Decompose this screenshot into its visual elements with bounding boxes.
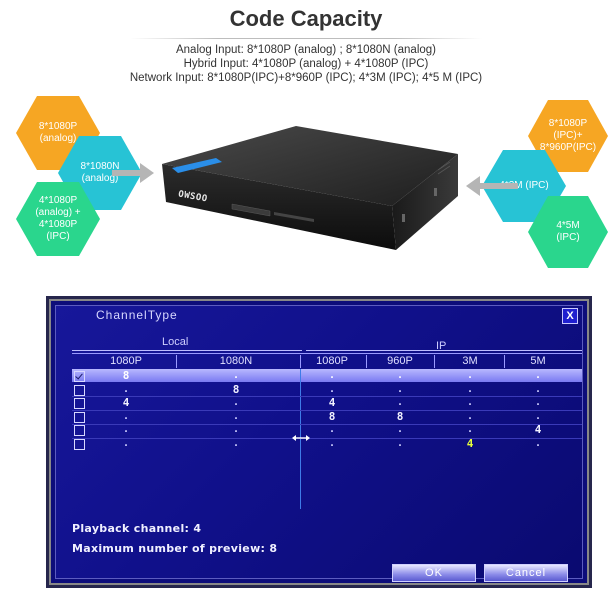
dvr-screen: ChannelType X Local IP 1080P 1080N 1080P… <box>46 296 592 588</box>
arrow-left-icon <box>466 176 518 196</box>
badge-line: 4*3M (IPC) <box>499 180 549 191</box>
channel-cell[interactable]: . <box>396 397 404 408</box>
row-divider <box>72 410 582 411</box>
row-divider <box>72 424 582 425</box>
channel-cell[interactable]: . <box>534 397 542 408</box>
channel-cell[interactable]: 4 <box>122 396 130 409</box>
row-checkbox[interactable] <box>74 438 85 450</box>
channel-type-dialog: ChannelType X Local IP 1080P 1080N 1080P… <box>55 305 583 582</box>
dvr-device-icon <box>162 126 458 250</box>
channel-cell[interactable]: 4 <box>534 423 542 436</box>
channel-cell[interactable]: . <box>122 424 130 435</box>
channel-cell[interactable]: . <box>328 383 336 395</box>
badge-line: (IPC)+ <box>553 130 583 141</box>
channel-cell[interactable]: . <box>232 397 240 408</box>
channel-cell[interactable]: . <box>396 437 404 449</box>
ok-button[interactable]: OK <box>392 564 476 582</box>
channel-cell[interactable]: . <box>396 370 404 381</box>
badge-line: 8*1080N <box>80 161 120 172</box>
channel-cell[interactable]: . <box>466 424 474 435</box>
column-separator <box>366 355 367 368</box>
channel-cell[interactable]: . <box>534 383 542 395</box>
column-separator <box>504 355 505 368</box>
resize-cursor-icon <box>292 435 310 441</box>
badge-line: 4*5M <box>556 220 580 231</box>
channel-cell[interactable]: . <box>534 437 542 449</box>
max-preview-text: Maximum number of preview: 8 <box>72 542 278 555</box>
row-checkbox[interactable] <box>74 411 85 423</box>
page-title: Code Capacity <box>229 6 383 31</box>
column-separator <box>434 355 435 368</box>
channel-cell[interactable]: . <box>122 437 130 449</box>
title-divider <box>130 38 482 39</box>
channel-cell[interactable]: . <box>232 410 240 422</box>
column-separator <box>176 355 177 368</box>
spec-hybrid: Hybrid Input: 4*1080P (analog) + 4*1080P… <box>183 58 429 70</box>
spec-analog: Analog Input: 8*1080P (analog) ; 8*1080N… <box>175 44 436 56</box>
channel-cell[interactable]: . <box>466 370 474 381</box>
channel-cell[interactable]: 4 <box>466 436 474 450</box>
badge-line: 4*1080P <box>38 219 78 230</box>
badge-line: (IPC) <box>556 232 580 243</box>
arrow-right-icon <box>112 163 154 183</box>
channel-cell[interactable]: . <box>466 410 474 422</box>
channel-cell[interactable]: . <box>232 424 240 435</box>
channel-cell[interactable]: . <box>232 370 240 381</box>
close-button[interactable]: X <box>562 308 578 324</box>
column-header[interactable]: 5M <box>530 355 546 367</box>
group-divider <box>306 350 582 351</box>
channel-cell[interactable]: . <box>396 383 404 395</box>
local-ip-divider <box>300 369 301 509</box>
selected-row-highlight <box>72 369 582 382</box>
channel-cell[interactable]: 8 <box>122 369 130 382</box>
channel-cell[interactable]: . <box>534 410 542 422</box>
column-header[interactable]: 1080N <box>219 355 253 367</box>
badge-line: (analog) <box>81 173 119 184</box>
channel-cell[interactable]: . <box>328 424 336 435</box>
channel-cell[interactable]: 8 <box>396 409 404 423</box>
badge-line: (analog) <box>39 133 77 144</box>
channel-cell[interactable]: . <box>466 397 474 408</box>
column-separator <box>300 355 301 368</box>
channel-cell[interactable]: . <box>328 437 336 449</box>
row-divider <box>72 396 582 397</box>
column-header[interactable]: 3M <box>462 355 478 367</box>
channel-cell[interactable]: . <box>122 410 130 422</box>
channel-cell[interactable]: 8 <box>232 382 240 396</box>
playback-channel-text: Playback channel: 4 <box>72 522 202 535</box>
column-header[interactable]: 960P <box>387 355 413 367</box>
column-header[interactable]: 1080P <box>110 355 142 367</box>
channel-cell[interactable]: . <box>232 437 240 449</box>
dvr-device: OWSOO <box>158 118 468 258</box>
group-divider <box>72 350 302 351</box>
badge-line: 8*960P(IPC) <box>539 142 597 153</box>
column-header[interactable]: 1080P <box>316 355 348 367</box>
channel-cell[interactable]: . <box>466 383 474 395</box>
badge-line: 4*1080P <box>38 195 78 206</box>
channel-cell[interactable]: . <box>396 424 404 435</box>
row-checkbox[interactable] <box>74 398 85 409</box>
badge-line: (analog) + <box>35 207 81 218</box>
channel-cell[interactable]: 4 <box>328 396 336 409</box>
dialog-title: ChannelType <box>96 308 178 322</box>
channel-cell[interactable]: 8 <box>328 409 336 423</box>
spec-network: Network Input: 8*1080P(IPC)+8*960P (IPC)… <box>129 72 483 84</box>
row-divider <box>72 438 582 439</box>
channel-cell[interactable]: . <box>122 383 130 395</box>
group-local-label: Local <box>162 336 189 348</box>
badge-line: (IPC) <box>46 231 70 242</box>
badge-line: 8*1080P <box>38 121 78 132</box>
group-ip-label: IP <box>436 340 447 352</box>
row-checkbox[interactable] <box>74 371 85 382</box>
row-checkbox[interactable] <box>74 425 85 436</box>
channel-cell[interactable]: . <box>328 370 336 381</box>
row-checkbox[interactable] <box>74 384 85 396</box>
channel-cell[interactable]: . <box>534 370 542 381</box>
badge-line: 8*1080P <box>548 118 588 129</box>
cancel-button[interactable]: Cancel <box>484 564 568 582</box>
